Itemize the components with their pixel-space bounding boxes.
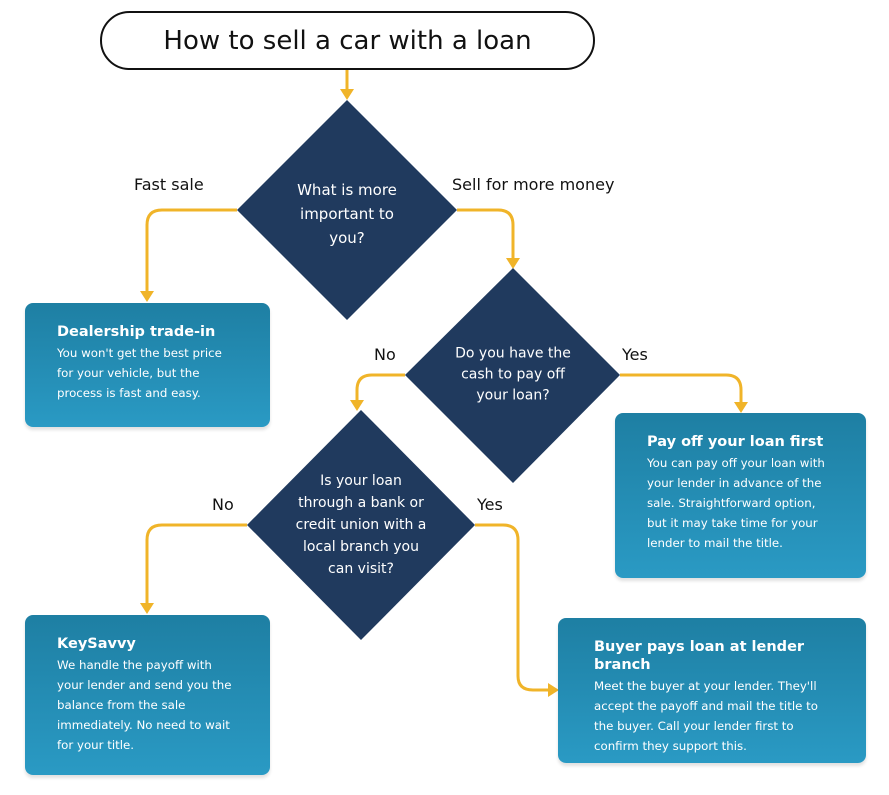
connector-d2-no bbox=[355, 373, 405, 402]
connector-d3-yes bbox=[475, 523, 550, 692]
text-line: can visit? bbox=[328, 561, 394, 577]
decision-3-text: Is your loan through a bank or credit un… bbox=[296, 470, 427, 580]
text-line: process is fast and easy. bbox=[57, 386, 201, 400]
text-line: Is your loan bbox=[320, 473, 402, 489]
decision-1-text: What is more important to you? bbox=[297, 178, 397, 250]
connector-d2-yes bbox=[620, 373, 743, 404]
outcome-title: KeySavvy bbox=[57, 636, 136, 652]
text-line: for your title. bbox=[57, 738, 135, 752]
outcome-keysavvy: KeySavvy We handle the payoff with your … bbox=[25, 615, 270, 775]
arrowhead bbox=[350, 400, 364, 411]
connector-more-money bbox=[457, 208, 515, 262]
text-line: sale. Straightforward option, bbox=[647, 496, 816, 510]
text-line: important to bbox=[300, 205, 394, 223]
label-d2-yes: Yes bbox=[622, 345, 648, 364]
arrowhead bbox=[506, 258, 520, 269]
decision-diamond-2 bbox=[405, 268, 620, 483]
text-line: balance from the sale bbox=[57, 698, 186, 712]
outcome-title: Dealership trade-in bbox=[57, 324, 216, 340]
outcome-title: Pay off your loan first bbox=[647, 434, 824, 450]
text-line: We handle the payoff with bbox=[57, 658, 212, 672]
label-d2-no: No bbox=[374, 345, 396, 364]
label-more-money: Sell for more money bbox=[452, 175, 615, 194]
outcome-payoff: Pay off your loan first You can pay off … bbox=[615, 413, 866, 578]
text-line: but it may take time for your bbox=[647, 516, 818, 530]
text-line: local branch you bbox=[303, 539, 419, 555]
text-line: lender to mail the title. bbox=[647, 536, 783, 550]
text-line: accept the payoff and mail the title to bbox=[594, 699, 818, 713]
text-line: Meet the buyer at your lender. They'll bbox=[594, 679, 817, 693]
decision-diamond-1 bbox=[237, 100, 457, 320]
label-fast-sale: Fast sale bbox=[134, 175, 204, 194]
text-line: your lender in advance of the bbox=[647, 476, 822, 490]
arrowhead bbox=[734, 402, 748, 413]
text-line: immediately. No need to wait bbox=[57, 718, 230, 732]
title-pill: How to sell a car with a loan bbox=[100, 11, 595, 70]
text-line: credit union with a bbox=[295, 517, 427, 533]
text-line: the buyer. Call your lender first to bbox=[594, 719, 794, 733]
outcome-buyer: Buyer pays loan at lender branch Meet th… bbox=[558, 618, 866, 763]
connector-fast-sale bbox=[145, 208, 237, 293]
outcome-dealership: Dealership trade-in You won't get the be… bbox=[25, 303, 270, 427]
outcome-title: Buyer pays loan at lender branch bbox=[594, 639, 805, 673]
label-d3-no: No bbox=[212, 495, 234, 514]
text-line: Do you have the bbox=[455, 345, 571, 362]
connector-d3-no bbox=[145, 523, 247, 605]
text-line: cash to pay off bbox=[461, 366, 565, 383]
arrowhead bbox=[340, 89, 354, 100]
arrowhead bbox=[140, 603, 154, 614]
text-line: you? bbox=[329, 229, 365, 247]
text-line: for your vehicle, but the bbox=[57, 366, 200, 380]
text-line: through a bank or bbox=[298, 495, 424, 511]
text-line: confirm they support this. bbox=[594, 739, 747, 753]
arrowhead bbox=[140, 291, 154, 302]
text-line: What is more bbox=[297, 181, 397, 199]
arrowhead bbox=[548, 683, 559, 697]
decision-diamond-3 bbox=[247, 410, 475, 640]
text-line: your loan? bbox=[476, 387, 550, 404]
text-line: You won't get the best price bbox=[57, 346, 222, 360]
text-line: You can pay off your loan with bbox=[647, 456, 825, 470]
text-line: your lender and send you the bbox=[57, 678, 232, 692]
decision-2-text: Do you have the cash to pay off your loa… bbox=[455, 344, 571, 407]
label-d3-yes: Yes bbox=[477, 495, 503, 514]
